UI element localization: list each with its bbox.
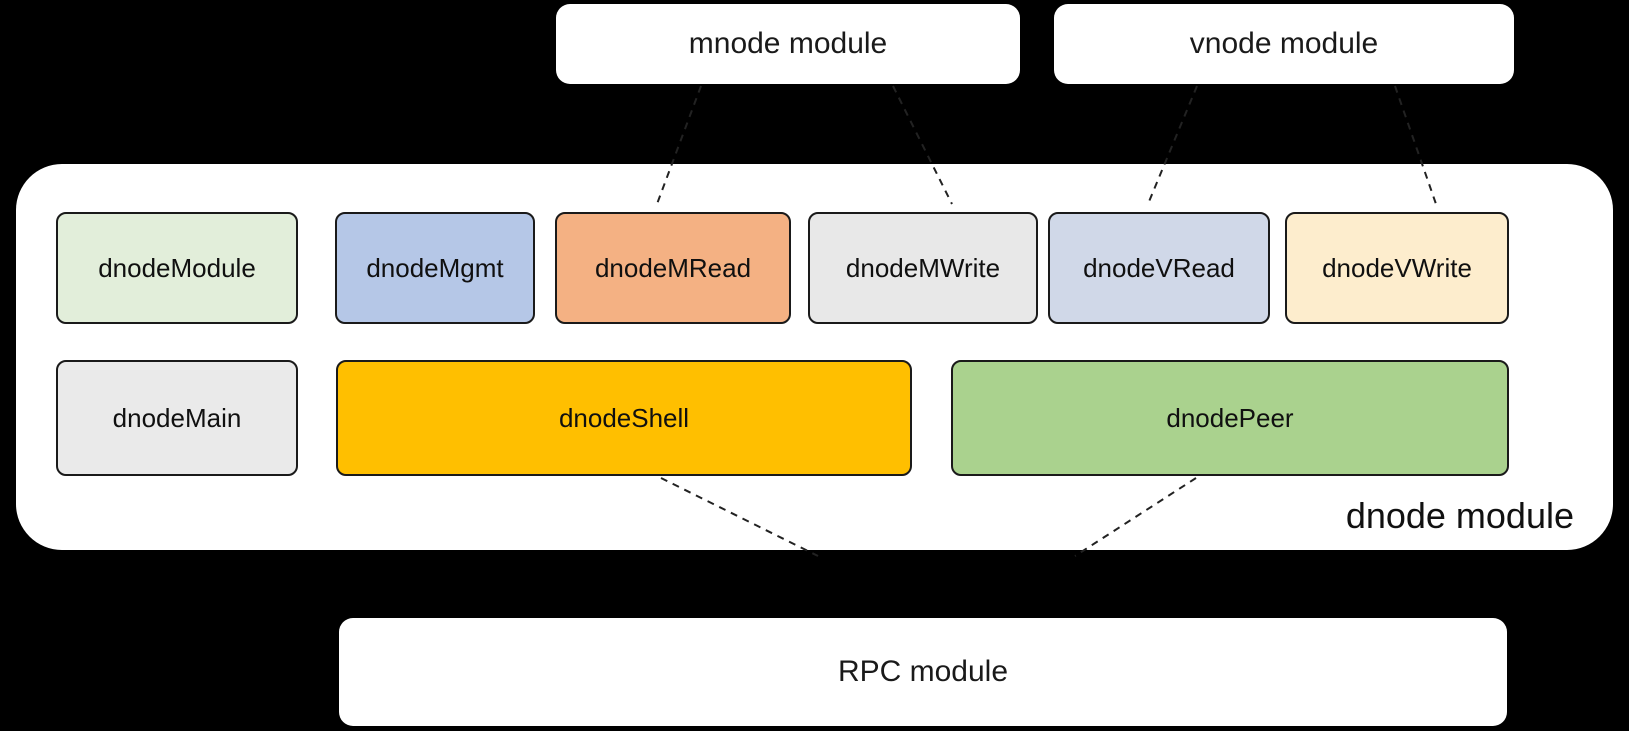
node-box-dnodemodule[interactable]: dnodeModule — [56, 212, 298, 324]
node-box-label: dnodeMgmt — [366, 252, 504, 283]
node-box-dnodevread[interactable]: dnodeVRead — [1048, 212, 1270, 324]
node-box-dnodeshell[interactable]: dnodeShell — [336, 360, 912, 476]
vnode-module-box[interactable]: vnode module — [1054, 4, 1514, 84]
node-box-dnodepeer[interactable]: dnodePeer — [951, 360, 1509, 476]
mnode-module-box[interactable]: mnode module — [556, 4, 1020, 84]
node-box-label: dnodeMRead — [594, 252, 752, 283]
node-box-dnodemread[interactable]: dnodeMRead — [555, 212, 791, 324]
node-box-label: dnodeMWrite — [845, 252, 1001, 283]
node-box-label: dnodeMain — [112, 402, 242, 433]
node-box-dnodevwrite[interactable]: dnodeVWrite — [1285, 212, 1509, 324]
node-box-label: dnodePeer — [1166, 402, 1294, 433]
dnode-module-label: dnode module — [1345, 495, 1574, 536]
node-box-label: dnodeVRead — [1083, 252, 1235, 283]
node-box-dnodemwrite[interactable]: dnodeMWrite — [808, 212, 1038, 324]
node-box-dnodemain[interactable]: dnodeMain — [56, 360, 298, 476]
rpc-module-label: RPC module — [837, 655, 1009, 688]
node-box-label: dnodeVWrite — [1322, 252, 1472, 283]
mnode-module-label: mnode module — [688, 27, 888, 60]
node-box-label: dnodeShell — [558, 402, 690, 433]
node-box-label: dnodeModule — [98, 252, 256, 283]
node-box-dnodemgmt[interactable]: dnodeMgmt — [335, 212, 535, 324]
rpc-module-box[interactable]: RPC module — [339, 618, 1507, 726]
vnode-module-label: vnode module — [1189, 27, 1379, 60]
